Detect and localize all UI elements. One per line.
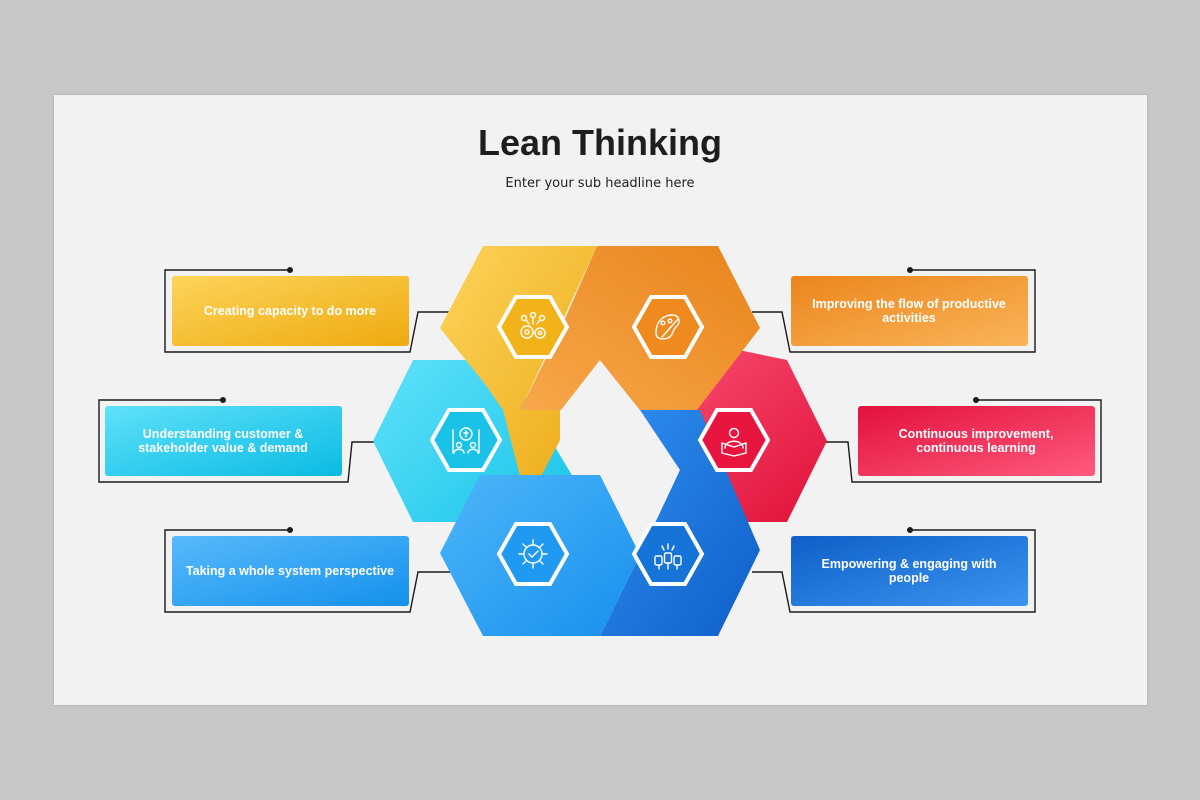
principle-label: stakeholder value & demand bbox=[138, 441, 308, 455]
label-boxes bbox=[105, 276, 1095, 606]
page-subtitle: Enter your sub headline here bbox=[505, 176, 695, 191]
principle-label: Improving the flow of productive bbox=[812, 297, 1006, 311]
connector-line bbox=[98, 399, 388, 483]
label-box bbox=[105, 406, 342, 476]
label-box bbox=[791, 536, 1028, 606]
gear-check-icon bbox=[518, 539, 548, 569]
connector-line bbox=[164, 529, 452, 613]
hexagon-frame bbox=[697, 408, 771, 472]
flow-tools-icon bbox=[655, 314, 680, 340]
connector-line bbox=[752, 269, 1036, 353]
hexagon-frame bbox=[631, 522, 705, 586]
hexagon-frame bbox=[631, 295, 705, 359]
gears-network-icon bbox=[520, 311, 546, 339]
icon-hexagons bbox=[429, 295, 771, 586]
principle-label: people bbox=[889, 571, 929, 585]
principle-label: continuous learning bbox=[916, 441, 1035, 455]
connector-dot bbox=[220, 397, 226, 403]
icons bbox=[452, 311, 747, 570]
connector-line bbox=[812, 399, 1102, 483]
connector-dot bbox=[907, 527, 913, 533]
connector-dot bbox=[973, 397, 979, 403]
connector-line bbox=[752, 529, 1036, 613]
connector-dots bbox=[220, 267, 979, 533]
principle-label: Creating capacity to do more bbox=[204, 304, 376, 318]
principle-label: activities bbox=[882, 311, 936, 325]
learning-reader-icon bbox=[721, 427, 747, 457]
principle-label: Empowering & engaging with bbox=[822, 557, 997, 571]
label-box bbox=[791, 276, 1028, 346]
label-texts: Creating capacity to do more Improving th… bbox=[138, 297, 1053, 585]
principle-label: Understanding customer & bbox=[143, 427, 303, 441]
hexagon-frame bbox=[496, 295, 570, 359]
raised-fists-icon bbox=[654, 543, 682, 570]
label-box bbox=[172, 276, 409, 346]
connector-dot bbox=[287, 527, 293, 533]
connector-lines bbox=[98, 269, 1102, 613]
page-title: Lean Thinking bbox=[477, 122, 722, 163]
label-box bbox=[858, 406, 1095, 476]
connector-dot bbox=[287, 267, 293, 273]
label-box bbox=[172, 536, 409, 606]
principle-label: Taking a whole system perspective bbox=[186, 564, 394, 578]
principle-label: Continuous improvement, bbox=[899, 427, 1054, 441]
customer-value-icon bbox=[452, 427, 480, 454]
hexagon-frame bbox=[496, 522, 570, 586]
connector-dot bbox=[907, 267, 913, 273]
connector-line bbox=[164, 269, 452, 353]
